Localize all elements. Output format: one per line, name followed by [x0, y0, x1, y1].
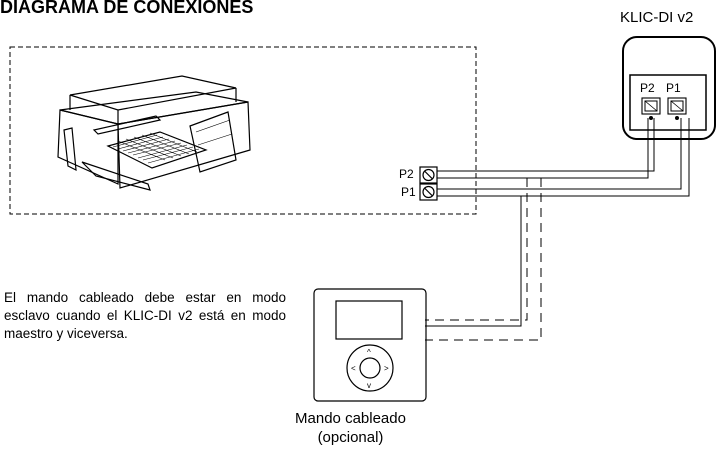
wired-controller-label: Mando cableado — [295, 410, 406, 427]
indoor-terminal-block — [419, 166, 438, 201]
klic-terminal-p2-label: P2 — [640, 81, 655, 95]
klic-device-body — [622, 36, 716, 140]
svg-text:>: > — [384, 364, 389, 373]
svg-text:<: < — [351, 364, 356, 373]
klic-device-label: KLIC-DI v2 — [620, 9, 694, 26]
svg-text:^: ^ — [367, 348, 371, 357]
indoor-terminal-p2-label: P2 — [399, 167, 414, 181]
cassette-unit-icon — [57, 75, 251, 191]
klic-terminal-p1-label: P1 — [666, 81, 681, 95]
svg-text:v: v — [367, 381, 371, 390]
controller-wires — [425, 178, 542, 341]
diagram-title: DIAGRAMA DE CONEXIONES — [0, 0, 254, 17]
configuration-note: El mando cableado debe estar en modo esc… — [4, 290, 286, 341]
indoor-terminal-p1-label: P1 — [401, 185, 416, 199]
indoor-unit-boundary — [9, 46, 477, 215]
wired-controller-icon: ^ v < > — [313, 288, 427, 402]
wired-controller-optional-label: (opcional) — [317, 429, 384, 446]
